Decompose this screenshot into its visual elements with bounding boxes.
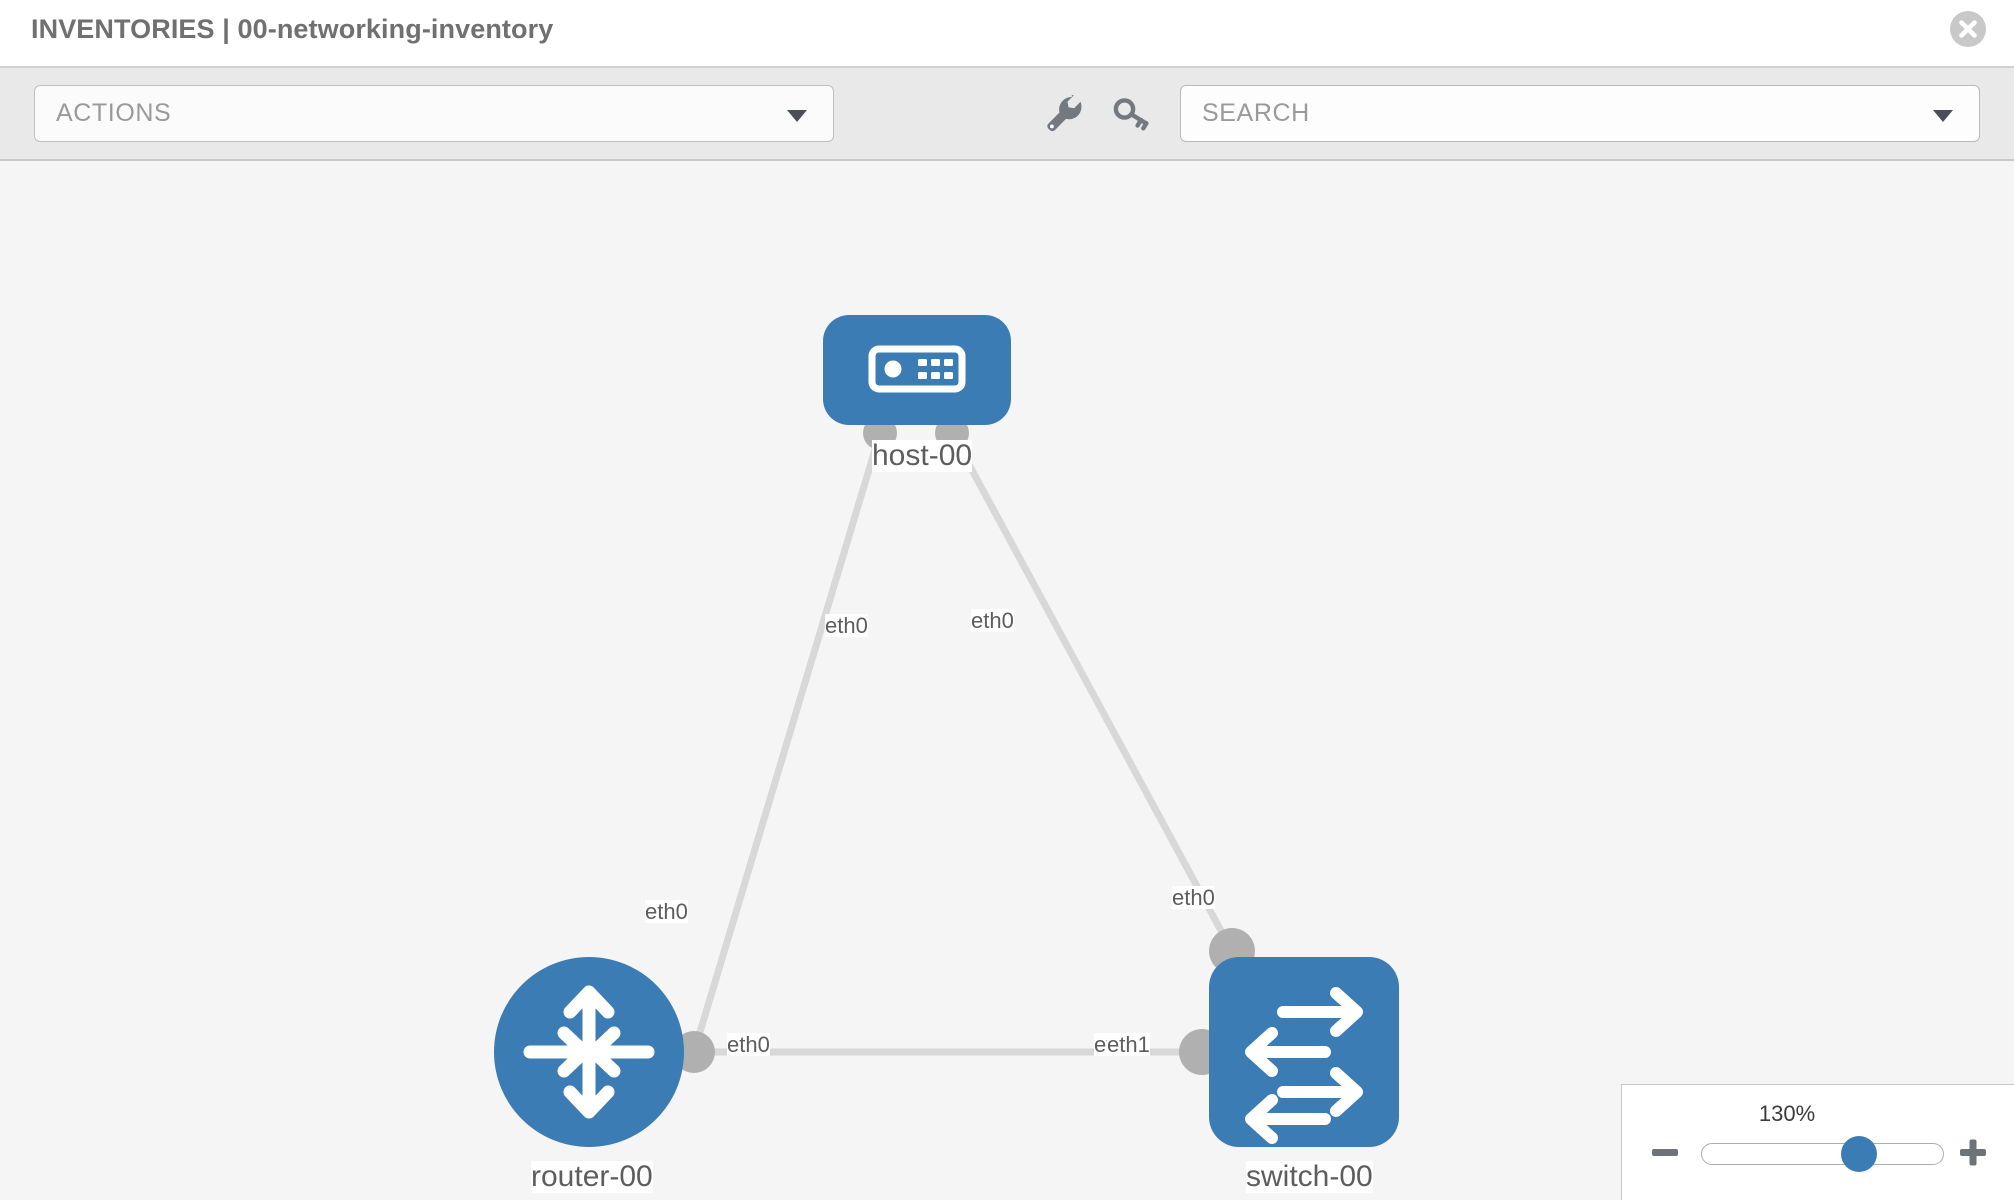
topology-links [690, 431, 1236, 1056]
key-icon[interactable] [1108, 90, 1154, 136]
server-appliance-icon [868, 345, 966, 393]
search-placeholder: SEARCH [1202, 99, 1310, 127]
zoom-slider-thumb[interactable] [1841, 1136, 1877, 1172]
interface-nub [673, 1031, 715, 1073]
node-label-switch-00: switch-00 [1246, 1160, 1373, 1193]
interface-label-switch00-eth1: eth1 [1107, 1032, 1150, 1057]
topology-canvas[interactable]: host-00 router-00 switch-00 eth0 eth0 et… [0, 161, 2014, 1200]
topology-graph [494, 315, 1399, 1147]
node-label-router-00: router-00 [531, 1160, 653, 1193]
interface-label-host00-eth0-right: eth0 [971, 608, 1014, 633]
interface-label-router00-eth0: eth0 [727, 1032, 770, 1057]
switch-bidirectional-arrows-icon [1245, 987, 1363, 1144]
actions-dropdown[interactable]: ACTIONS [34, 85, 834, 142]
router-four-arrows-icon [523, 985, 655, 1119]
actions-dropdown-label: ACTIONS [56, 99, 172, 127]
link-host00-switch00 [948, 431, 1236, 953]
node-switch-00[interactable] [1209, 957, 1399, 1147]
node-label-host-00: host-00 [872, 439, 973, 472]
page-title: INVENTORIES | 00-networking-inventory [31, 14, 554, 44]
node-host-00[interactable] [823, 315, 1011, 425]
page-header: INVENTORIES | 00-networking-inventory [0, 0, 2014, 68]
zoom-out-button[interactable] [1648, 1135, 1682, 1169]
search-input[interactable]: SEARCH [1180, 85, 1980, 142]
zoom-slider-track[interactable] [1701, 1143, 1944, 1165]
close-icon[interactable] [1949, 10, 1987, 48]
zoom-in-button[interactable] [1956, 1135, 1990, 1169]
wrench-icon[interactable] [1040, 90, 1086, 136]
zoom-percent-label: 130% [1758, 1101, 1816, 1126]
interface-label-host00-eth0-left: eth0 [825, 613, 868, 638]
zoom-control-panel: 130% [1621, 1084, 2014, 1200]
link-host00-router00 [690, 431, 884, 1054]
chevron-down-icon [1933, 110, 1953, 122]
interface-label-switch00-eth0-uplink: eth0 [1172, 885, 1215, 910]
chevron-down-icon [787, 110, 807, 122]
node-router-00[interactable] [494, 957, 684, 1147]
interface-label-router00-eth0-uplink: eth0 [645, 899, 688, 924]
topology-interfaces [673, 416, 1255, 1075]
